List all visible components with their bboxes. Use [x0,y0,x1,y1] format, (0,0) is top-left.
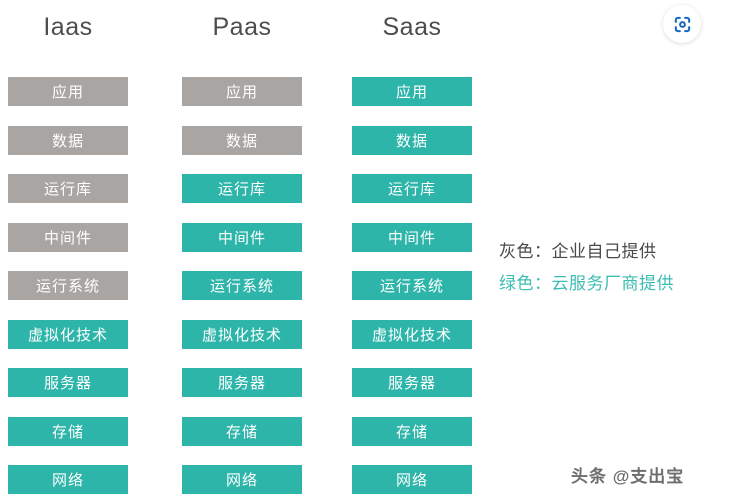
layer-box-iaas-4: 运行系统 [8,271,128,300]
layer-box-paas-4: 运行系统 [182,271,302,300]
layer-box-saas-8: 网络 [352,465,472,494]
layer-box-iaas-0: 应用 [8,77,128,106]
scan-icon [674,16,690,32]
legend-item-gray: 灰色：企业自己提供 [499,242,657,261]
layer-box-iaas-2: 运行库 [8,174,128,203]
column-title-iaas: Iaas [43,13,93,41]
layer-box-saas-4: 运行系统 [352,271,472,300]
layer-box-saas-7: 存储 [352,416,472,446]
watermark: 头条 @支出宝 [571,467,685,486]
layer-box-saas-3: 中间件 [352,222,472,252]
layer-box-paas-0: 应用 [182,77,302,106]
layer-box-iaas-6: 服务器 [8,368,128,397]
layer-box-paas-5: 虚拟化技术 [182,319,302,349]
layer-box-iaas-7: 存储 [8,416,128,446]
layer-stack: 应用数据运行库中间件运行系统虚拟化技术服务器存储网络 [352,77,472,494]
column-saas: Saas 应用数据运行库中间件运行系统虚拟化技术服务器存储网络 [352,10,472,494]
legend-item-green: 绿色：云服务厂商提供 [499,274,674,293]
layer-box-paas-6: 服务器 [182,368,302,397]
column-iaas: Iaas 应用数据运行库中间件运行系统虚拟化技术服务器存储网络 [8,10,128,494]
layer-box-saas-6: 服务器 [352,368,472,397]
layer-box-saas-2: 运行库 [352,174,472,203]
visual-search-button[interactable] [663,5,701,43]
layer-box-iaas-5: 虚拟化技术 [8,319,128,349]
legend: 灰色：企业自己提供绿色：云服务厂商提供 [499,236,674,300]
layer-box-paas-7: 存储 [182,416,302,446]
layer-box-saas-0: 应用 [352,77,472,106]
layer-box-iaas-1: 数据 [8,125,128,155]
layer-box-paas-2: 运行库 [182,174,302,203]
column-paas: Paas 应用数据运行库中间件运行系统虚拟化技术服务器存储网络 [182,10,302,494]
column-title-saas: Saas [382,13,442,41]
layer-box-saas-5: 虚拟化技术 [352,319,472,349]
layer-stack: 应用数据运行库中间件运行系统虚拟化技术服务器存储网络 [182,77,302,494]
layer-stack: 应用数据运行库中间件运行系统虚拟化技术服务器存储网络 [8,77,128,494]
layer-box-iaas-3: 中间件 [8,222,128,252]
layer-box-saas-1: 数据 [352,125,472,155]
column-title-paas: Paas [212,13,272,41]
layer-box-paas-3: 中间件 [182,222,302,252]
layer-box-iaas-8: 网络 [8,465,128,494]
layer-box-paas-8: 网络 [182,465,302,494]
layer-box-paas-1: 数据 [182,125,302,155]
